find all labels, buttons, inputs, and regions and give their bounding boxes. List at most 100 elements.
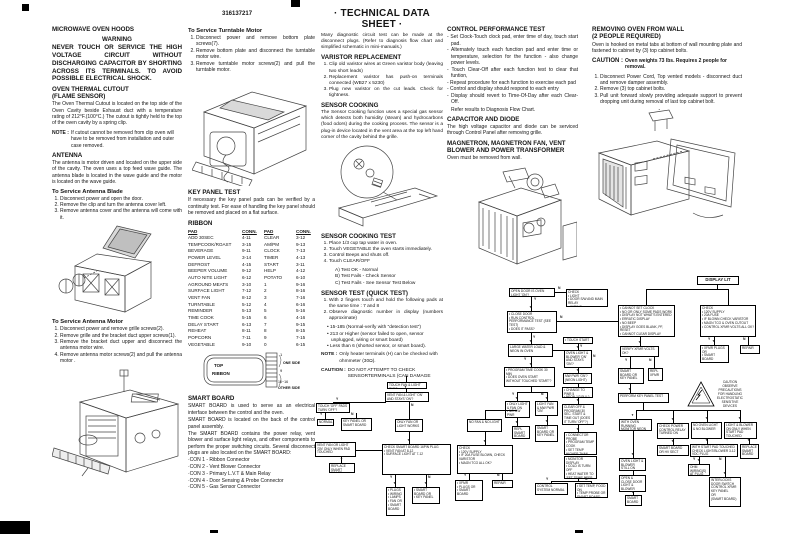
flowchart-arrowhead: ▼ bbox=[705, 438, 708, 442]
flowchart-node: WITH START PAD TOUCHED CHECK LIGHT/BLOWE… bbox=[690, 444, 738, 457]
caution-label: CAUTION : bbox=[592, 57, 623, 64]
flowchart-connector bbox=[578, 384, 579, 388]
flowchart-arrowhead: ▼ bbox=[671, 439, 674, 443]
magnetron-assembly-diagram bbox=[477, 167, 577, 265]
flowchart-arrowhead: ▼ bbox=[393, 481, 396, 485]
test-item: - Touch Clear-Off after each function te… bbox=[447, 66, 578, 80]
cell: 4-16 bbox=[296, 315, 306, 321]
flowchart-node: OHM WIRING(S) AT PLUG bbox=[688, 464, 710, 476]
flowchart-branch-label: Y bbox=[390, 475, 393, 479]
step: Remove the bracket duct upper and discon… bbox=[60, 339, 182, 352]
flowchart-branch-label: Y bbox=[693, 457, 696, 461]
step: Remove the clip and turn the antenna cov… bbox=[60, 202, 182, 208]
cell: 3-15 bbox=[242, 241, 252, 247]
flowchart-connector bbox=[633, 471, 634, 476]
cell: 7-16 bbox=[296, 295, 306, 301]
flowchart-node: • SET TEMP, FOOD ON • TEMP PROBE OR SMAR… bbox=[575, 483, 608, 498]
flowchart-branch-label: N bbox=[411, 403, 414, 407]
sensor-cooking-test-steps: Place 1/3 cup tap water in oven.Touch VE… bbox=[321, 241, 443, 266]
flowchart-arrowhead: ▼ bbox=[576, 345, 579, 349]
cell: 7-13 bbox=[296, 248, 306, 254]
smart-board-connector-list: ·CON 1 - Ribbon Connector·CON 2 - Vent B… bbox=[188, 457, 315, 491]
flowchart-node: CHECK • LIGHT • DOOR S/W AND MAIN RELAY … bbox=[566, 289, 608, 307]
ribbon-pin1-label: 1 bbox=[280, 352, 283, 357]
cell: REHEAT bbox=[188, 328, 207, 334]
thermal-cutout-text: The Oven Thermal Cutout is located on th… bbox=[52, 101, 182, 127]
ribbon-top-label: TOP bbox=[214, 363, 223, 368]
flowchart-branch-label: N bbox=[719, 457, 722, 461]
test-item: - Control and display should respond to … bbox=[447, 86, 559, 92]
cell: TIME COOK bbox=[188, 315, 214, 321]
flowchart-branch-label: Y bbox=[534, 297, 537, 301]
flowchart-connector bbox=[531, 333, 532, 344]
flowchart-node: CHECK POWER CONTROL RELAY TURNED ON bbox=[657, 423, 689, 439]
flowchart-connector bbox=[426, 475, 427, 487]
flowchart-node: KEY PANEL OR SMART BOARD bbox=[341, 418, 372, 431]
caution-block: CAUTION : Oven weights 73 lbs. Requires … bbox=[592, 58, 742, 71]
cell: 2 bbox=[264, 288, 267, 294]
ribbon-one-side-label: ONE SIDE bbox=[283, 361, 301, 365]
flowchart-node: REPAIR bbox=[740, 345, 760, 354]
cell: 5-13 bbox=[242, 308, 252, 314]
cell: CLOCK bbox=[264, 248, 280, 254]
cell: 4-15 bbox=[242, 261, 252, 267]
cell: POWER LEVEL bbox=[188, 255, 221, 261]
smart-board-text-2: SMART BOARD is located on the back of th… bbox=[188, 417, 315, 430]
section-title-sensor-cooking: SENSOR COOKING bbox=[321, 102, 379, 110]
test-item: - Display should revert to Time-Of-Day a… bbox=[447, 92, 578, 106]
flowchart-connector bbox=[578, 425, 579, 432]
cell: 4-12 bbox=[296, 268, 306, 274]
flowchart-node: OPEN DOOR IS OVEN LIGHT 'ON'? bbox=[509, 288, 555, 297]
key-panel-test-text: If necessary the key panel pads can be v… bbox=[188, 197, 315, 217]
cell: POTATO bbox=[264, 275, 283, 281]
cell: 6-10 bbox=[296, 275, 306, 281]
connector-item: ·CON 4 - Door Sensing & Probe Connector bbox=[188, 477, 284, 484]
flowchart-arrowhead: ▼ bbox=[671, 417, 674, 421]
flowchart-connector bbox=[553, 350, 578, 351]
flowchart-branch-label: Y bbox=[533, 335, 536, 339]
flowchart-connector bbox=[356, 450, 382, 451]
flowchart-branch-label: Y bbox=[708, 337, 711, 341]
flowchart-connector bbox=[406, 376, 407, 383]
flowchart-arrowhead: ▼ bbox=[483, 439, 486, 443]
caution-block: CAUTION : DO NOT ATTEMPT TO CHECK SENSOR… bbox=[321, 368, 443, 378]
cell: ADD 30SEC bbox=[188, 235, 214, 241]
step: Remove bottom plate and disconnect the t… bbox=[196, 48, 315, 61]
flowchart-arrowhead: ▼ bbox=[631, 490, 634, 494]
section-title-key-panel-test: KEY PANEL TEST bbox=[188, 189, 241, 197]
cell: SURFACE LIGHT bbox=[188, 288, 225, 294]
step: Disconnect power and remove grille screw… bbox=[60, 326, 182, 332]
cell: CONN. bbox=[296, 228, 311, 234]
flowchart-branch-label: Y bbox=[580, 344, 583, 348]
cell: 1 bbox=[264, 281, 267, 287]
flowchart-branch-label: Y bbox=[546, 477, 549, 481]
quick-test-readings: • 15-185 (Normal-verify with “detection … bbox=[321, 325, 443, 350]
flowchart-node: PERFORM KEY PANEL TEST bbox=[618, 393, 669, 403]
flowchart-node: NO OVEN LIGHT & NO BLOWER bbox=[691, 422, 722, 439]
esd-warning-triangle bbox=[687, 381, 715, 407]
cell: PAD bbox=[188, 228, 198, 234]
flowchart-connector bbox=[578, 398, 579, 404]
column-control-tests: CONTROL PERFORMANCE TEST - Set Clock-Tou… bbox=[447, 26, 578, 282]
section-title-service-antenna-motor: To Service Antenna Motor bbox=[52, 319, 124, 326]
cell: 3 bbox=[264, 295, 267, 301]
note-label: NOTE : bbox=[321, 352, 338, 358]
flowchart-connector bbox=[725, 457, 726, 477]
warning-text: NEVER TOUCH OR SERVICE THE HIGH VOLTAGE … bbox=[52, 44, 182, 83]
flowchart-arrowhead: ▼ bbox=[340, 457, 343, 461]
flowchart-connector bbox=[341, 457, 342, 464]
connector-item: ·CON 1 - Ribbon Connector bbox=[188, 457, 250, 464]
flowchart-branch-label: N bbox=[585, 477, 588, 481]
cell: START bbox=[264, 261, 279, 267]
flowchart-arrowhead: ▼ bbox=[576, 368, 579, 372]
flowchart-arrowhead: ▼ bbox=[404, 385, 407, 389]
flowchart-arrowhead: ▼ bbox=[576, 398, 579, 402]
